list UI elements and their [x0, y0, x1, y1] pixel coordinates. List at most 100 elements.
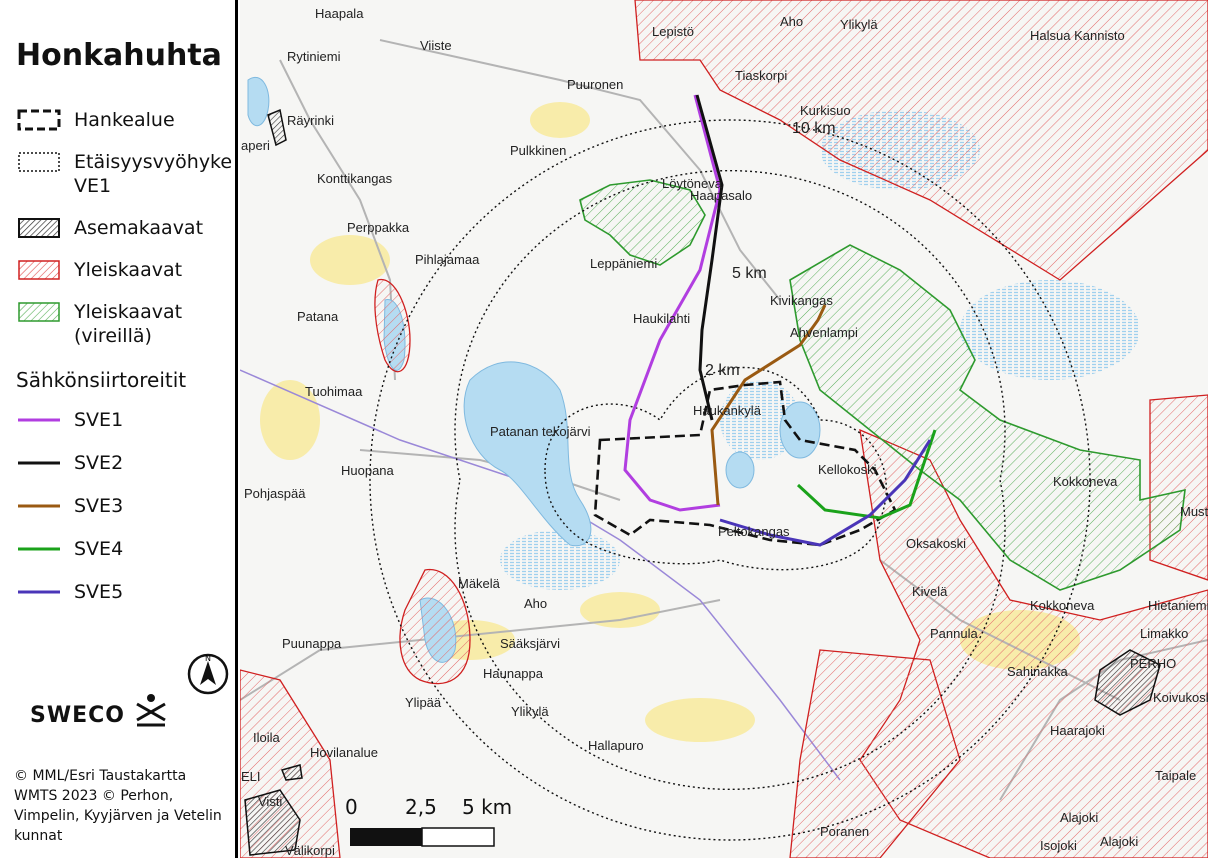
- north-arrow-icon: N: [187, 653, 229, 695]
- legend-item-hankealue: Hankealue: [16, 108, 175, 132]
- place-label: Mäkelä: [458, 576, 501, 591]
- place-label: aperi: [241, 138, 270, 153]
- place-label: Haunappa: [483, 666, 544, 681]
- distance-zones: [369, 119, 1091, 841]
- power-line: [240, 369, 841, 781]
- legend-label: SVE2: [74, 452, 124, 474]
- routes-section-title: Sähkönsiirtoreitit: [16, 368, 187, 392]
- place-label: Ylikylä: [840, 17, 878, 32]
- place-label: Puuronen: [567, 77, 623, 92]
- place-label: Patana: [297, 309, 339, 324]
- place-label: Kellokoski: [818, 462, 877, 477]
- sweco-logo: SWECO: [30, 692, 168, 728]
- route-sve4: [796, 429, 937, 520]
- yleiskaavat-vireilla-areas: [579, 179, 1186, 591]
- route-sve1: [623, 94, 722, 512]
- route-sve2: [695, 94, 724, 421]
- route-sve5: [719, 439, 932, 547]
- place-label: Haukilahti: [633, 311, 690, 326]
- logo-text: SWECO: [30, 703, 125, 728]
- place-label: Rytiniemi: [287, 49, 341, 64]
- map-svg: 10 km 5 km 2 km Haapala Viiste Rytiniemi…: [240, 0, 1208, 858]
- place-label: Limakko: [1140, 626, 1188, 641]
- place-label: Ylipää: [405, 695, 442, 710]
- legend-label: SVE3: [74, 495, 124, 517]
- scale-label: 5 km: [462, 795, 512, 819]
- place-label: Hallapuro: [588, 738, 644, 753]
- place-label: Pihlajamaa: [415, 252, 480, 267]
- place-label: Sääksjärvi: [500, 636, 560, 651]
- place-label: Alajoki: [1100, 834, 1138, 849]
- place-label: PERHO: [1130, 656, 1176, 671]
- place-label: Löytöneva: [662, 176, 723, 191]
- route-line-symbol: [18, 590, 60, 594]
- sweco-figure-icon: [135, 694, 166, 727]
- place-label: Kivikangas: [770, 293, 833, 308]
- hatched-red-symbol: [18, 260, 60, 280]
- map-title: Honkahuhta: [16, 38, 222, 73]
- place-label: Mustala: [1180, 504, 1208, 519]
- place-label: Aho: [524, 596, 547, 611]
- place-label: Alajoki: [1060, 810, 1098, 825]
- distance-label-5km: 5 km: [732, 265, 767, 282]
- legend-label: SVE4: [74, 538, 124, 560]
- map-canvas[interactable]: 10 km 5 km 2 km Haapala Viiste Rytiniemi…: [240, 0, 1208, 858]
- place-label: Välikorpi: [285, 843, 335, 858]
- place-label: Isojoki: [1040, 838, 1077, 853]
- legend-label: SVE5: [74, 581, 124, 603]
- legend-route-sve2: SVE2: [16, 451, 123, 475]
- place-label: Tuohimaa: [305, 384, 363, 399]
- place-label: Pohjaspää: [244, 486, 306, 501]
- legend-label: Etäisyysvyöhyke VE1: [74, 151, 233, 197]
- legend-item-etaisyysvyohyke: Etäisyysvyöhyke VE1: [16, 150, 234, 198]
- place-label: Leppäniemi: [590, 256, 657, 271]
- copyright-credit: © MML/Esri Taustakartta WMTS 2023 © Perh…: [14, 768, 222, 844]
- place-label: Haapala: [315, 6, 364, 21]
- place-label: Sahinakka: [1007, 664, 1068, 679]
- legend-route-sve1: SVE1: [16, 408, 123, 432]
- legend-item-yleiskaavat: Yleiskaavat: [16, 258, 182, 282]
- place-label: Taipale: [1155, 768, 1196, 783]
- route-line-symbol: [18, 461, 60, 465]
- legend-route-sve4: SVE4: [16, 537, 123, 561]
- legend-label: Yleiskaavat (vireillä): [74, 301, 183, 347]
- hatched-green-symbol: [18, 302, 60, 322]
- route-line-symbol: [18, 418, 60, 422]
- place-label: Koivukoski: [1153, 690, 1208, 705]
- place-label: ELI: [241, 769, 261, 784]
- place-label: Patanan tekojärvi: [490, 424, 591, 439]
- route-line-symbol: [18, 504, 60, 508]
- place-label: Viiste: [420, 38, 452, 53]
- place-label: Ylikylä: [511, 704, 549, 719]
- dashed-boundary-symbol: [17, 109, 61, 131]
- place-label: Tiaskorpi: [735, 68, 787, 83]
- legend-item-asemakaavat: Asemakaavat: [16, 216, 203, 240]
- hatched-black-symbol: [18, 218, 60, 238]
- distance-labels: 10 km 5 km 2 km: [705, 120, 836, 379]
- legend-route-sve3: SVE3: [16, 494, 123, 518]
- route-sve3: [710, 304, 827, 506]
- legend-item-yleiskaavat-vireilla: Yleiskaavat (vireillä): [16, 300, 194, 348]
- place-label: Räyrinki: [287, 113, 334, 128]
- scale-label: 0: [345, 795, 358, 819]
- project-area-boundary: [593, 380, 897, 547]
- distance-label-2km: 2 km: [705, 362, 740, 379]
- legend-label: SVE1: [74, 409, 124, 431]
- legend-route-sve5: SVE5: [16, 580, 123, 604]
- place-label: Konttikangas: [317, 171, 393, 186]
- place-label: Haukankylä: [693, 403, 762, 418]
- place-label: Kivelä: [912, 584, 948, 599]
- place-label: Oksakoski: [906, 536, 966, 551]
- place-label: Visti: [258, 794, 282, 809]
- legend-label: Yleiskaavat: [74, 259, 183, 281]
- transmission-routes: [623, 94, 937, 547]
- place-label: Aho: [780, 14, 803, 29]
- place-label: Lepistö: [652, 24, 694, 39]
- place-label: Kurkisuo: [800, 103, 851, 118]
- scale-bar: 0 2,5 5 km: [345, 795, 512, 847]
- place-label: Puunappa: [282, 636, 342, 651]
- place-label: Pulkkinen: [510, 143, 566, 158]
- place-label: Huopana: [341, 463, 395, 478]
- north-label: N: [205, 654, 211, 663]
- place-labels: Haapala Viiste Rytiniemi Räyrinki Puuron…: [241, 6, 1208, 858]
